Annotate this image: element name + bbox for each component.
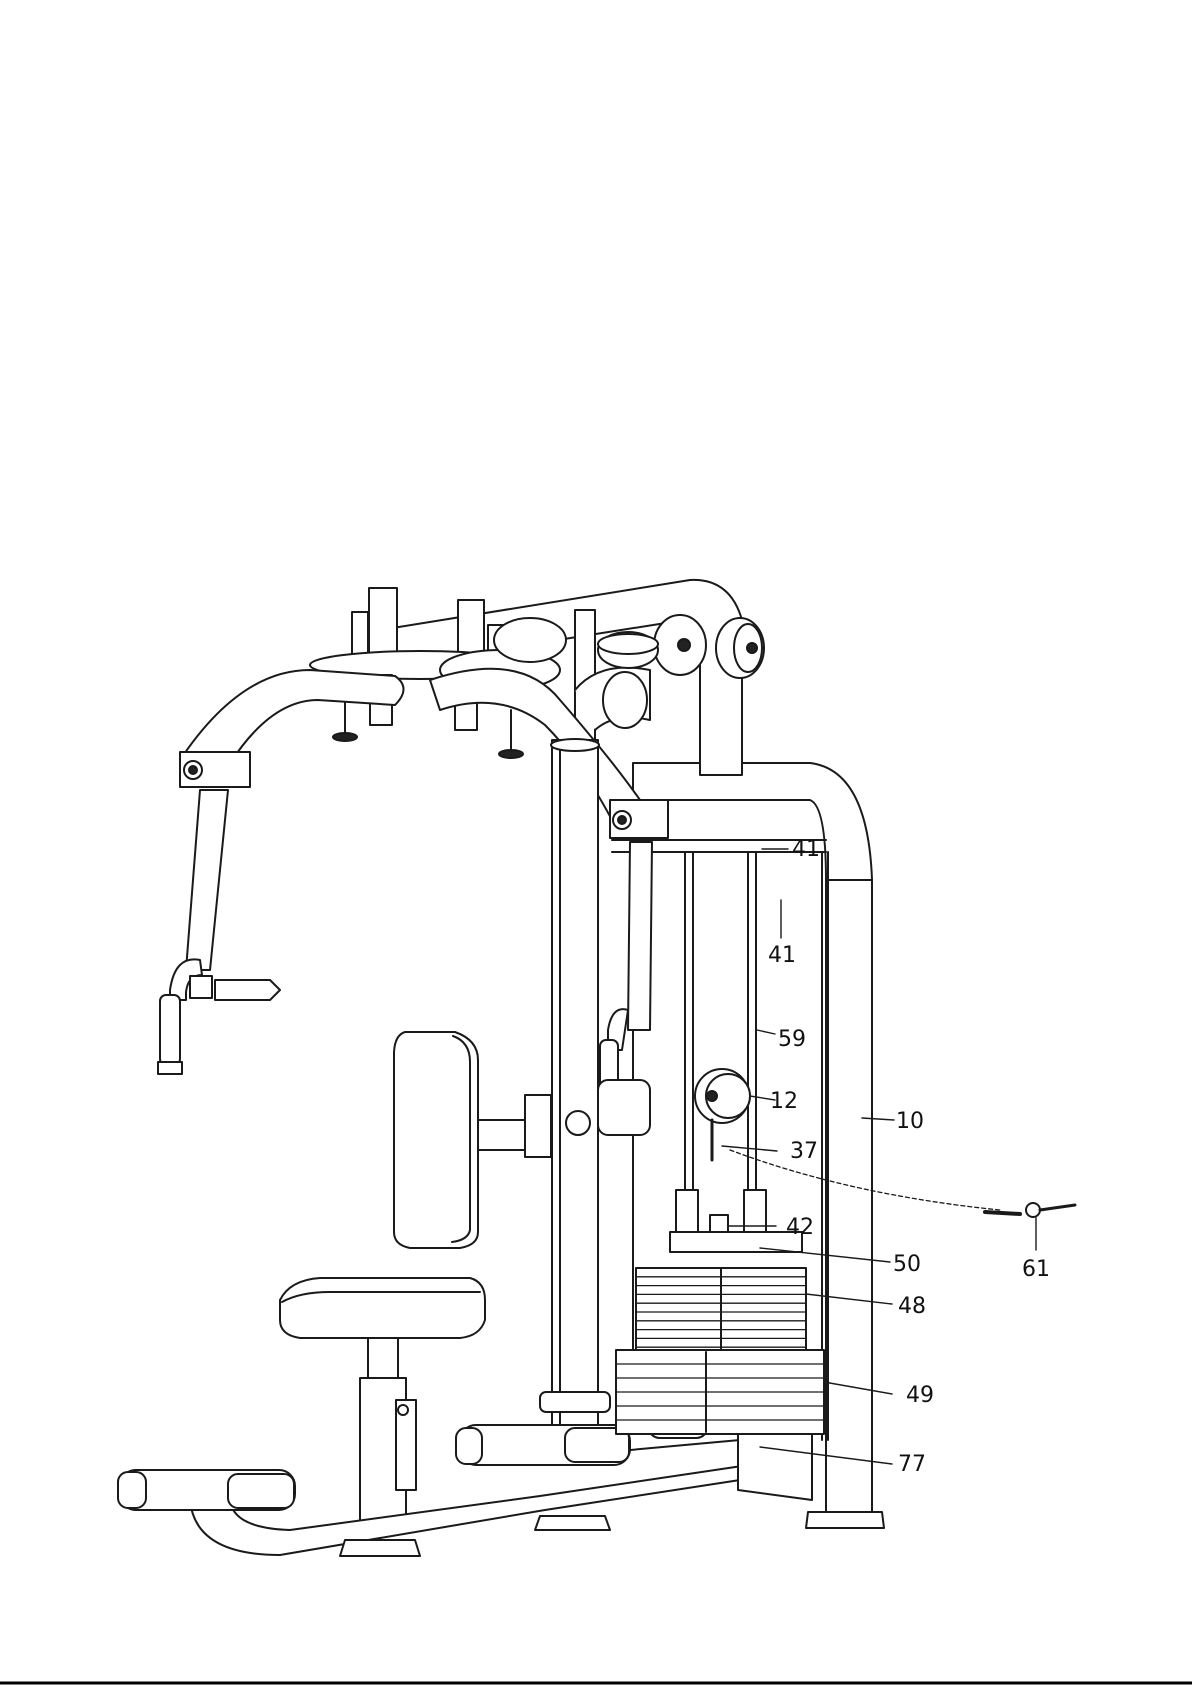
callout-12: 12 (770, 1089, 798, 1114)
callout-41-bottom: 41 (768, 943, 796, 968)
callout-49: 49 (906, 1383, 934, 1408)
seat-assembly (280, 1278, 485, 1528)
callout-50: 50 (893, 1252, 921, 1277)
callout-37: 37 (790, 1139, 818, 1164)
callout-77: 77 (898, 1452, 926, 1477)
callout-42: 42 (786, 1215, 814, 1240)
callout-59: 59 (778, 1027, 806, 1052)
callout-48: 48 (898, 1294, 926, 1319)
callout-10: 10 (896, 1109, 924, 1134)
callout-41-top: 41 (792, 837, 820, 862)
callout-61: 61 (1022, 1257, 1050, 1282)
left-arm (158, 670, 404, 1074)
